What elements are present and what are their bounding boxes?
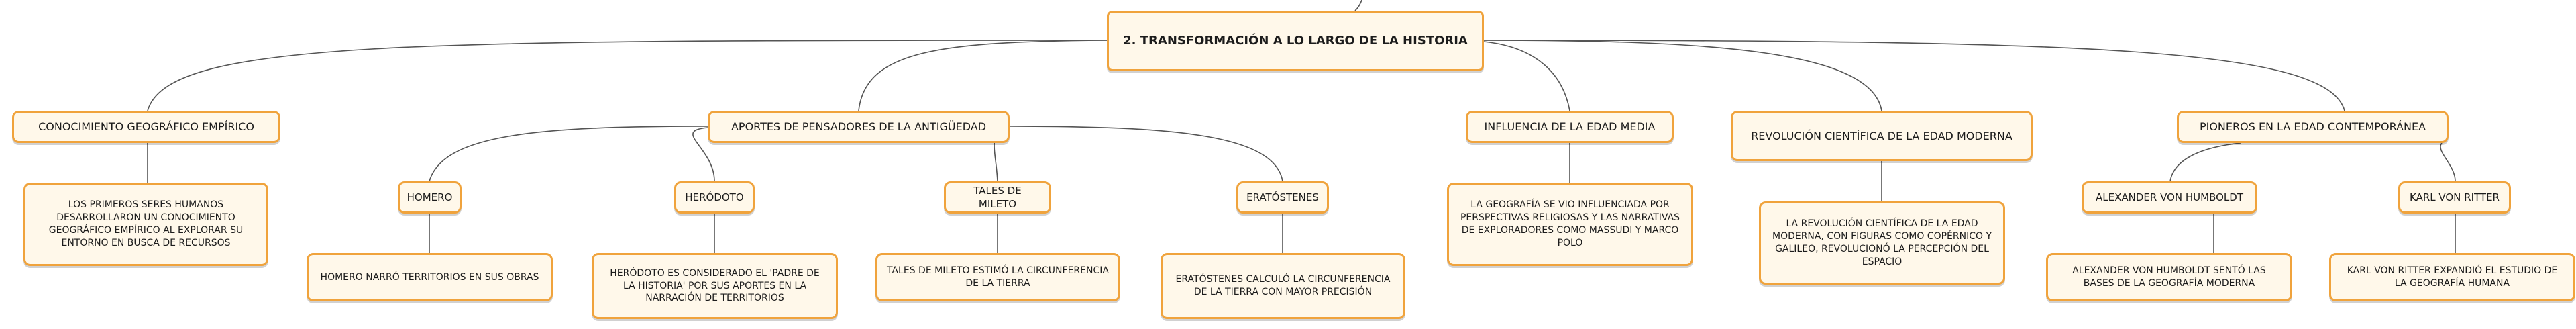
detail-text: ERATÓSTENES CALCULÓ LA CIRCUNFERENCIA DE… bbox=[1175, 274, 1391, 297]
topic-label: INFLUENCIA DE LA EDAD MEDIA bbox=[1484, 120, 1656, 134]
topic-label: REVOLUCIÓN CIENTÍFICA DE LA EDAD MODERNA bbox=[1751, 129, 2012, 142]
detail-homero[interactable]: HOMERO NARRÓ TERRITORIOS EN SUS OBRAS bbox=[307, 253, 553, 301]
link-contemporanea-humboldt bbox=[2169, 142, 2241, 182]
link-antiguedad-eratostenes bbox=[1009, 126, 1283, 182]
link-root-contemporanea bbox=[1483, 40, 2345, 111]
topic-edad-moderna[interactable]: REVOLUCIÓN CIENTÍFICA DE LA EDAD MODERNA bbox=[1731, 111, 2033, 161]
root-topic[interactable]: 2. TRANSFORMACIÓN A LO LARGO DE LA HISTO… bbox=[1107, 11, 1484, 71]
link-parent-root bbox=[1354, 0, 1362, 11]
detail-text: TALES DE MILETO ESTIMÓ LA CIRCUNFERENCIA… bbox=[887, 265, 1109, 289]
subtopic-label: KARL VON RITTER bbox=[2410, 191, 2500, 203]
link-contemporanea-ritter bbox=[2440, 142, 2456, 182]
topic-label: PIONEROS EN LA EDAD CONTEMPORÁNEA bbox=[2199, 120, 2426, 134]
subtopic-ritter[interactable]: KARL VON RITTER bbox=[2398, 181, 2511, 214]
detail-conocimiento-empirico[interactable]: LOS PRIMEROS SERES HUMANOS DESARROLLARON… bbox=[23, 183, 268, 266]
detail-eratostenes[interactable]: ERATÓSTENES CALCULÓ LA CIRCUNFERENCIA DE… bbox=[1161, 253, 1405, 319]
detail-text: HERÓDOTO ES CONSIDERADO EL 'PADRE DE LA … bbox=[610, 267, 820, 304]
link-antiguedad-herodoto bbox=[692, 127, 715, 182]
subtopic-label: HERÓDOTO bbox=[685, 191, 744, 203]
subtopic-eratostenes[interactable]: ERATÓSTENES bbox=[1236, 181, 1329, 214]
subtopic-label: HOMERO bbox=[407, 191, 453, 203]
subtopic-homero[interactable]: HOMERO bbox=[398, 181, 462, 214]
detail-edad-media[interactable]: LA GEOGRAFÍA SE VIO INFLUENCIADA POR PER… bbox=[1447, 183, 1693, 266]
subtopic-herodoto[interactable]: HERÓDOTO bbox=[674, 181, 755, 214]
link-antiguedad-homero bbox=[429, 126, 708, 182]
topic-label: CONOCIMIENTO GEOGRÁFICO EMPÍRICO bbox=[38, 120, 254, 134]
link-root-edadmedia bbox=[1483, 41, 1570, 111]
link-root-edadmoderna bbox=[1483, 40, 1882, 111]
detail-text: LOS PRIMEROS SERES HUMANOS DESARROLLARON… bbox=[48, 199, 244, 248]
detail-text: HOMERO NARRÓ TERRITORIOS EN SUS OBRAS bbox=[320, 271, 539, 283]
topic-label: APORTES DE PENSADORES DE LA ANTIGÜEDAD bbox=[731, 120, 987, 134]
subtopic-tales-de-mileto[interactable]: TALES DE MILETO bbox=[944, 181, 1051, 214]
subtopic-label: ALEXANDER VON HUMBOLDT bbox=[2096, 191, 2243, 203]
link-root-empirico bbox=[147, 40, 1108, 111]
subtopic-label: ERATÓSTENES bbox=[1246, 191, 1319, 203]
detail-ritter[interactable]: KARL VON RITTER EXPANDIÓ EL ESTUDIO DE L… bbox=[2329, 253, 2575, 301]
detail-text: ALEXANDER VON HUMBOLDT SENTÓ LAS BASES D… bbox=[2072, 265, 2266, 289]
topic-edad-contemporanea[interactable]: PIONEROS EN LA EDAD CONTEMPORÁNEA bbox=[2177, 111, 2449, 143]
root-topic-label: 2. TRANSFORMACIÓN A LO LARGO DE LA HISTO… bbox=[1123, 33, 1468, 48]
topic-edad-media[interactable]: INFLUENCIA DE LA EDAD MEDIA bbox=[1466, 111, 1674, 143]
detail-herodoto[interactable]: HERÓDOTO ES CONSIDERADO EL 'PADRE DE LA … bbox=[592, 253, 838, 319]
detail-tales-de-mileto[interactable]: TALES DE MILETO ESTIMÓ LA CIRCUNFERENCIA… bbox=[875, 253, 1120, 301]
link-root-antiguedad bbox=[858, 40, 1108, 111]
topic-aportes-antiguedad[interactable]: APORTES DE PENSADORES DE LA ANTIGÜEDAD bbox=[708, 111, 1010, 143]
detail-text: LA REVOLUCIÓN CIENTÍFICA DE LA EDAD MODE… bbox=[1772, 218, 1992, 267]
subtopic-humboldt[interactable]: ALEXANDER VON HUMBOLDT bbox=[2082, 181, 2257, 214]
detail-text: KARL VON RITTER EXPANDIÓ EL ESTUDIO DE L… bbox=[2347, 265, 2558, 289]
detail-edad-moderna[interactable]: LA REVOLUCIÓN CIENTÍFICA DE LA EDAD MODE… bbox=[1759, 201, 2005, 285]
detail-text: LA GEOGRAFÍA SE VIO INFLUENCIADA POR PER… bbox=[1460, 199, 1680, 248]
topic-conocimiento-empirico[interactable]: CONOCIMIENTO GEOGRÁFICO EMPÍRICO bbox=[12, 111, 280, 143]
subtopic-label: TALES DE MILETO bbox=[973, 184, 1022, 210]
detail-humboldt[interactable]: ALEXANDER VON HUMBOLDT SENTÓ LAS BASES D… bbox=[2046, 253, 2292, 301]
